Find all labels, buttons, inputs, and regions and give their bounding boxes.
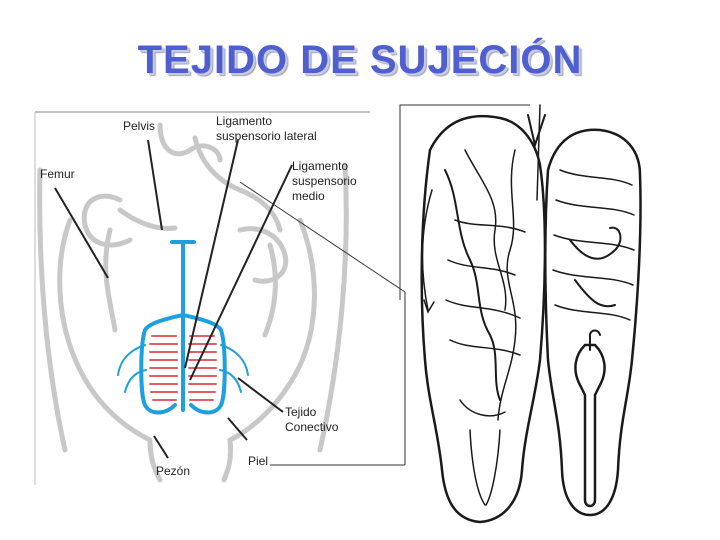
label-lig-medio-3: medio <box>292 189 325 203</box>
suspensory-ligament <box>118 242 248 413</box>
udder-longitudinal-section <box>422 105 641 522</box>
label-pezon: Pezón <box>156 464 190 478</box>
label-tejido-2: Conectivo <box>285 420 339 434</box>
zoom-connector <box>240 105 530 465</box>
label-lig-medio-2: suspensorio <box>292 174 357 188</box>
label-piel: Piel <box>248 454 268 468</box>
label-lig-medio-1: Ligamento <box>292 159 348 173</box>
label-femur: Femur <box>40 167 75 181</box>
label-lig-lateral-1: Ligamento <box>216 114 272 128</box>
leader-lines <box>55 140 292 458</box>
label-pelvis: Pelvis <box>123 119 155 133</box>
label-lig-lateral-2: suspensorio lateral <box>216 129 317 143</box>
label-tejido-1: Tejido <box>285 405 317 419</box>
